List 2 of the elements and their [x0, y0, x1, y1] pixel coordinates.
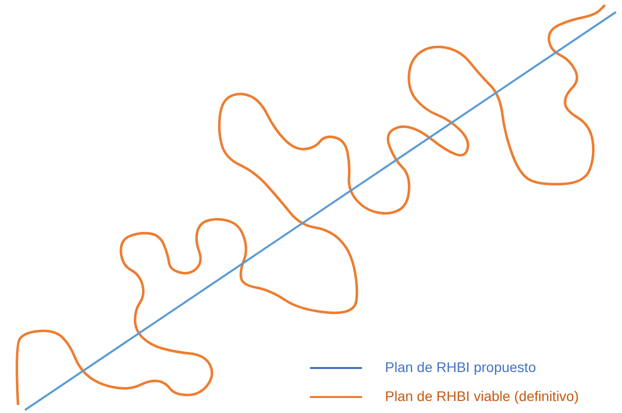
- legend-label: Plan de RHBI propuesto: [385, 359, 536, 375]
- legend-label: Plan de RHBI viable (definitivo): [385, 388, 579, 404]
